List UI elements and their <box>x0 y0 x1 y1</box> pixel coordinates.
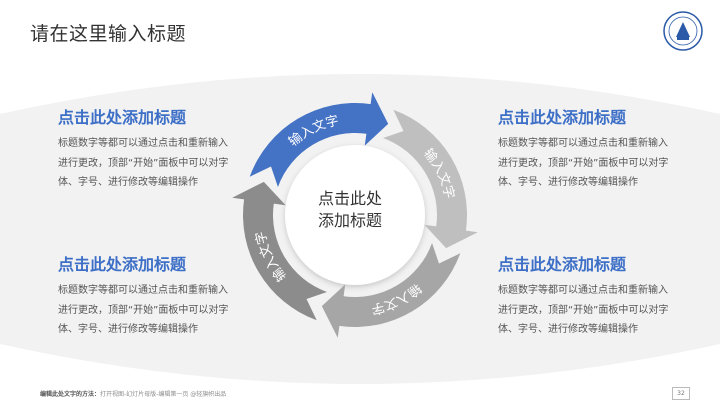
text-block-top-right: 点击此处添加标题 标题数字等都可以通过点击和重新输入进行更改，顶部“开始”面板中… <box>498 104 676 193</box>
center-title[interactable]: 点击此处 添加标题 <box>295 188 405 232</box>
center-circle[interactable] <box>285 145 425 285</box>
footer-label: 编辑此处文字的方法： <box>40 391 101 398</box>
cycle-arrow-2[interactable] <box>383 109 478 249</box>
footer-note: 编辑此处文字的方法：打开视图-幻灯片母版-编辑第一页 @轻旗帜出品 <box>40 389 226 398</box>
text-block-bottom-left: 点击此处添加标题 标题数字等都可以通过点击和重新输入进行更改，顶部“开始”面板中… <box>58 251 236 340</box>
block-body[interactable]: 标题数字等都可以通过点击和重新输入进行更改，顶部“开始”面板中可以对字体、字号、… <box>498 138 669 188</box>
block-heading[interactable]: 点击此处添加标题 <box>498 108 627 127</box>
footer-text: 打开视图-幻灯片母版-编辑第一页 @轻旗帜出品 <box>100 391 227 398</box>
center-title-line2: 添加标题 <box>317 211 382 230</box>
cycle-arrow-3[interactable] <box>321 243 461 338</box>
block-body[interactable]: 标题数字等都可以通过点击和重新输入进行更改，顶部“开始”面板中可以对字体、字号、… <box>498 285 669 335</box>
cycle-arrow-1[interactable] <box>249 92 389 187</box>
university-emblem-icon <box>662 10 704 52</box>
text-block-top-left: 点击此处添加标题 标题数字等都可以通过点击和重新输入进行更改，顶部“开始”面板中… <box>58 104 236 193</box>
page-title: 请在这里输入标题 <box>30 23 187 45</box>
block-body[interactable]: 标题数字等都可以通过点击和重新输入进行更改，顶部“开始”面板中可以对字体、字号、… <box>58 285 229 335</box>
block-heading[interactable]: 点击此处添加标题 <box>58 255 187 274</box>
block-heading[interactable]: 点击此处添加标题 <box>58 108 187 127</box>
cycle-arrow-4[interactable] <box>232 181 327 321</box>
page-number: 32 <box>672 387 690 400</box>
block-body[interactable]: 标题数字等都可以通过点击和重新输入进行更改，顶部“开始”面板中可以对字体、字号、… <box>58 138 229 188</box>
text-block-bottom-right: 点击此处添加标题 标题数字等都可以通过点击和重新输入进行更改，顶部“开始”面板中… <box>498 251 676 340</box>
block-heading[interactable]: 点击此处添加标题 <box>498 255 627 274</box>
center-title-line1: 点击此处 <box>317 189 382 208</box>
cycle-diagram: 输入文字输入文字输入文字输入文字 <box>220 80 490 350</box>
